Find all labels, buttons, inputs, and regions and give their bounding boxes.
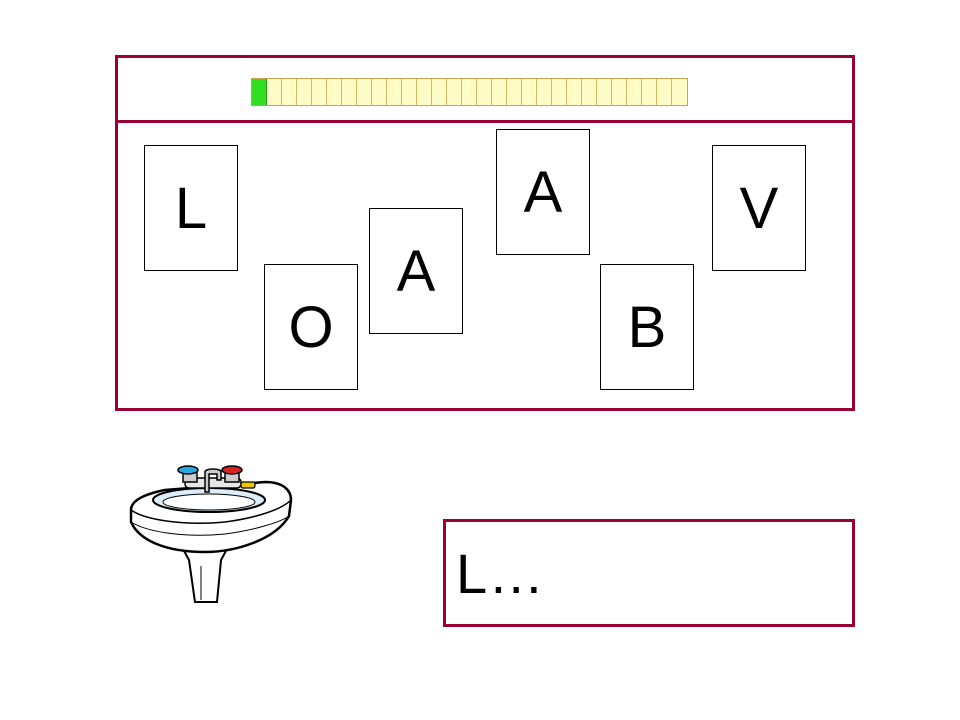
progress-segment <box>267 79 282 105</box>
answer-text: L… <box>456 541 546 605</box>
letter-card[interactable]: A <box>369 208 463 334</box>
progress-segment <box>657 79 672 105</box>
sink-icon <box>125 460 295 610</box>
progress-segment <box>402 79 417 105</box>
progress-segment <box>297 79 312 105</box>
progress-segment <box>372 79 387 105</box>
letter-card[interactable]: V <box>712 145 806 271</box>
progress-segment <box>672 79 687 105</box>
progress-segment <box>357 79 372 105</box>
progress-segment <box>462 79 477 105</box>
progress-segment <box>492 79 507 105</box>
answer-box[interactable]: L… <box>443 519 855 627</box>
progress-segment <box>627 79 642 105</box>
progress-segment <box>612 79 627 105</box>
progress-segment <box>582 79 597 105</box>
progress-segment <box>642 79 657 105</box>
progress-segment <box>522 79 537 105</box>
letter-board <box>115 55 855 411</box>
progress-segment <box>432 79 447 105</box>
progress-segment <box>387 79 402 105</box>
progress-segment <box>552 79 567 105</box>
progress-segment <box>312 79 327 105</box>
progress-segment <box>447 79 462 105</box>
progress-bar <box>251 78 688 106</box>
progress-segment <box>477 79 492 105</box>
progress-segment-complete <box>252 79 267 105</box>
progress-segment <box>342 79 357 105</box>
progress-segment <box>507 79 522 105</box>
letter-card[interactable]: L <box>144 145 238 271</box>
progress-segment <box>327 79 342 105</box>
progress-segment <box>567 79 582 105</box>
progress-segment <box>597 79 612 105</box>
board-divider <box>118 120 852 123</box>
letter-card[interactable]: B <box>600 264 694 390</box>
letter-card[interactable]: O <box>264 264 358 390</box>
progress-segment <box>282 79 297 105</box>
progress-segment <box>537 79 552 105</box>
progress-segment <box>417 79 432 105</box>
letter-card[interactable]: A <box>496 129 590 255</box>
